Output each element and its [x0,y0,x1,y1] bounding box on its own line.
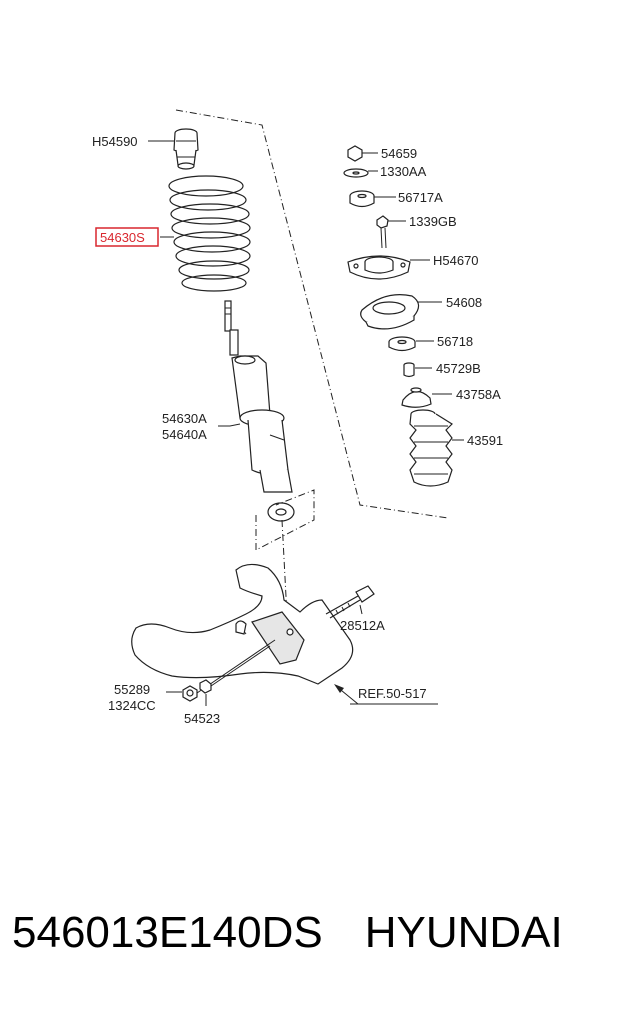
assembly-frame [175,109,449,519]
label-45729b: 45729B [436,361,481,376]
spacer-56718-part [388,336,416,352]
lower-arm-part [131,563,354,685]
coil-spring-part [168,175,251,292]
label-1330aa: 1330AA [380,164,427,179]
caption-brand: HYUNDAI [364,908,563,957]
dust-cover-cap-43758a-part [401,387,432,408]
label-54523: 54523 [184,711,220,726]
label-54608: 54608 [446,295,482,310]
spring-seat-54608-part [360,294,420,330]
label-1324cc: 1324CC [108,698,156,713]
label-ref: REF.50-517 [358,686,427,701]
label-43591: 43591 [467,433,503,448]
label-h54670: H54670 [433,253,479,268]
bolt-1339gb-part [376,215,389,249]
label-54640a: 54640A [162,427,207,442]
bushing-56717a-part [349,190,375,208]
highlight-box [95,227,159,247]
part-caption: 546013E140DS HYUNDAI [12,908,612,958]
mount-outline [255,489,315,636]
bump-stopper-part [173,128,199,170]
label-54630s: 54630S [100,230,145,245]
bolt-part [325,585,375,619]
strut-mount-h54670-part [347,255,411,280]
dust-boot-43591-part [409,409,453,487]
label-56717a: 56717A [398,190,443,205]
nut-54659-part [347,145,363,162]
label-43758a: 43758A [456,387,501,402]
label-54630a: 54630A [162,411,207,426]
shock-absorber-part [224,300,295,522]
caption-part-number: 546013E140DS [12,908,323,957]
label-h54590: H54590 [92,134,138,149]
collar-45729b-part [403,362,415,378]
label-56718: 56718 [437,334,473,349]
label-55289: 55289 [114,682,150,697]
label-54659: 54659 [381,146,417,161]
label-28512a: 28512A [340,618,385,633]
nut-parts [182,639,276,702]
reference-arrow [334,684,438,705]
label-1339gb: 1339GB [409,214,457,229]
leader-lines [148,140,464,706]
washer-1330aa-part [343,168,369,178]
exploded-parts-diagram: H54590 54630S 54630A 54640A 54659 1330AA… [92,109,503,726]
